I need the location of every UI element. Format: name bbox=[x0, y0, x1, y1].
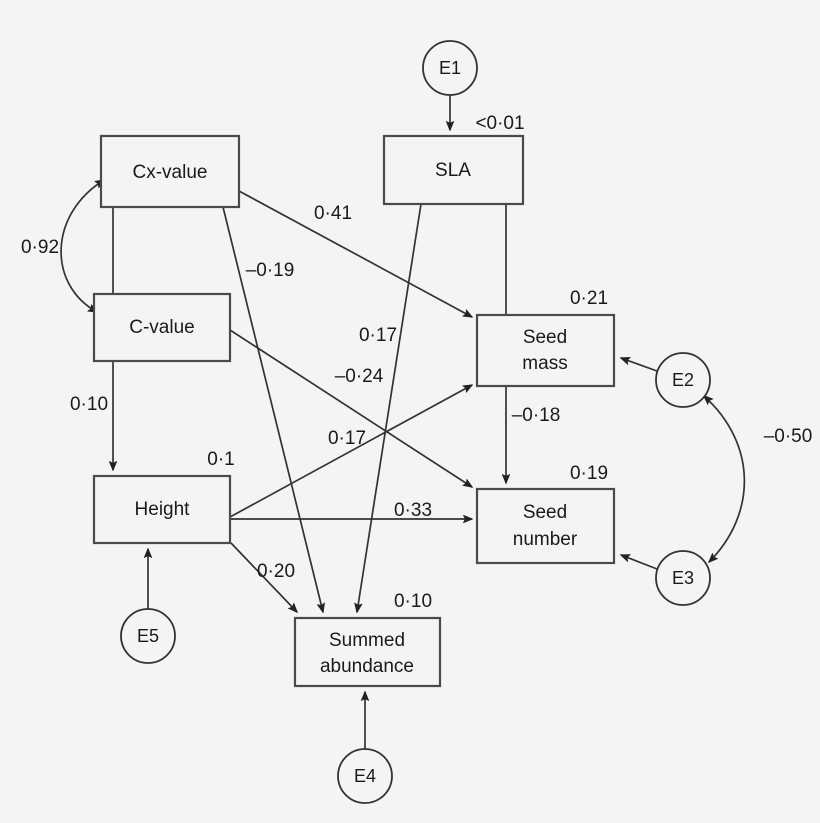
edge-c-value-to-seed-number bbox=[229, 329, 473, 488]
node-seed-mass[interactable]: Seed mass bbox=[475, 313, 616, 388]
node-c-value[interactable]: C-value bbox=[92, 292, 232, 363]
coef-label-height-to-summed-abundance: 0·20 bbox=[257, 561, 295, 582]
node-label-sla: SLA bbox=[435, 160, 471, 181]
node-label-summed-abundance-line2: abundance bbox=[320, 656, 414, 677]
node-label-cx-value: Cx-value bbox=[133, 162, 208, 183]
coef-label-height-to-seed-number: 0·33 bbox=[394, 500, 432, 521]
coef-label-sla-to-seed-number: –0·18 bbox=[512, 405, 561, 426]
coef-label-sla-to-summed-abundance: 0·17 bbox=[359, 325, 397, 346]
node-e5[interactable]: E5 bbox=[120, 608, 176, 664]
node-label-summed-abundance-line1: Summed bbox=[329, 630, 405, 651]
coef-label-cx-c-correlation: 0·92 bbox=[21, 237, 59, 258]
edge-cx-to-summed-abundance bbox=[222, 206, 325, 614]
node-label-seed-mass-line1: Seed bbox=[523, 327, 567, 348]
edge-e3-to-seed-number bbox=[619, 554, 658, 570]
node-e3[interactable]: E3 bbox=[655, 550, 711, 606]
node-sla[interactable]: SLA bbox=[382, 134, 525, 206]
node-label-seed-number-line2: number bbox=[513, 529, 578, 550]
coef-label-cx-to-height: 0·10 bbox=[70, 394, 108, 415]
node-e2[interactable]: E2 bbox=[655, 352, 711, 408]
edge-height-to-summed-abundance bbox=[230, 542, 298, 613]
node-cx-value[interactable]: Cx-value bbox=[99, 134, 241, 209]
r2-label-seed-mass: 0·21 bbox=[570, 288, 608, 309]
r2-label-sla: <0·01 bbox=[475, 113, 524, 134]
r2-label-seed-number: 0·19 bbox=[570, 463, 608, 484]
node-label-e4: E4 bbox=[354, 766, 376, 786]
node-label-c-value: C-value bbox=[129, 317, 194, 338]
coef-label-cx-to-seed-mass: 0·41 bbox=[314, 203, 352, 224]
node-label-seed-number-line1: Seed bbox=[523, 502, 567, 523]
node-label-seed-mass-line2: mass bbox=[522, 353, 567, 374]
r2-label-summed-abundance: 0·10 bbox=[394, 591, 432, 612]
edge-sla-to-summed-abundance bbox=[354, 203, 422, 614]
node-label-e1: E1 bbox=[439, 58, 461, 78]
edge-e2-to-seed-mass bbox=[619, 357, 658, 372]
node-height[interactable]: Height bbox=[92, 474, 232, 545]
node-label-e2: E2 bbox=[672, 370, 694, 390]
coef-label-e2-e3-correlation: –0·50 bbox=[764, 426, 813, 447]
coef-label-cx-to-summed-abundance: –0·19 bbox=[246, 260, 295, 281]
node-label-e3: E3 bbox=[672, 568, 694, 588]
coef-label-c-value-to-seed-number: –0·24 bbox=[335, 366, 384, 387]
node-label-height: Height bbox=[135, 499, 191, 520]
edge-cx-c-value-correlation bbox=[60, 179, 105, 313]
coef-label-height-to-seed-mass: 0·17 bbox=[328, 428, 366, 449]
node-e4[interactable]: E4 bbox=[337, 748, 393, 804]
edge-height-to-seed-mass bbox=[229, 384, 474, 518]
node-summed-abundance[interactable]: Summed abundance bbox=[293, 616, 442, 688]
node-seed-number[interactable]: Seed number bbox=[475, 487, 616, 565]
node-e1[interactable]: E1 bbox=[422, 40, 478, 96]
edge-e2-e3-correlation bbox=[703, 395, 746, 563]
edge-cx-to-seed-mass bbox=[238, 190, 474, 318]
r2-label-height: 0·1 bbox=[207, 449, 234, 470]
node-label-e5: E5 bbox=[137, 626, 159, 646]
